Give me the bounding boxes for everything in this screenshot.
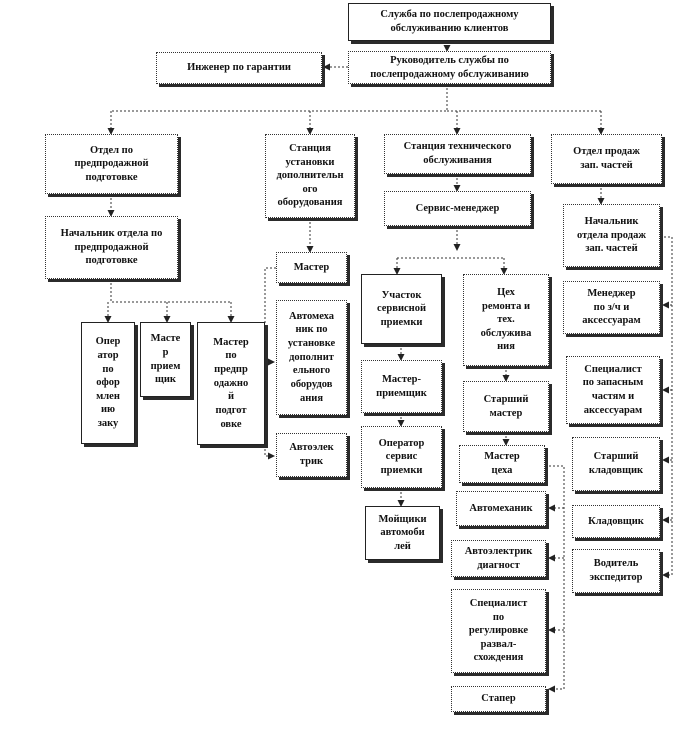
node-warranty-engineer: Инженер по гарантии: [156, 52, 322, 84]
node-presale-master: Мастер по предпр одажно й подгот овке: [197, 322, 265, 445]
node-auto-electrician: Автоэлек трик: [276, 433, 347, 477]
node-master: Мастер: [276, 252, 347, 283]
node-service-manager: Сервис-менеджер: [384, 191, 531, 226]
node-adjust-specialist: Специалист по регулировке развал- схожде…: [451, 589, 546, 673]
node-automechanic: Автомеханик: [456, 491, 546, 526]
node-repair-shop: Цех ремонта и тех. обслужива ния: [463, 274, 549, 366]
node-order-operator: Опер атор по офор млен ию заку: [81, 322, 135, 444]
node-electrician-diag: Автоэлектрик диагност: [451, 540, 546, 577]
node-service-head: Руководитель службы по послепродажному о…: [348, 51, 551, 84]
node-parts-dept: Отдел продаж зап. частей: [551, 134, 662, 184]
node-storekeeper: Кладовщик: [572, 505, 660, 538]
node-receiver-master: Масте р прием щик: [140, 322, 191, 397]
node-senior-master: Старший мастер: [463, 381, 549, 432]
node-aftersales-service: Служба по послепродажному обслуживанию к…: [348, 3, 551, 41]
node-sales-manager: Менеджер по з/ч и аксессуарам: [563, 281, 660, 334]
node-presale-dept: Отдел по предпродажной подготовке: [45, 134, 178, 194]
node-install-mechanic: Автомеха ник по установке дополнит ельно…: [276, 300, 347, 415]
node-tire-fitter: Стапер: [451, 686, 546, 712]
node-install-station: Станция установки дополнительн ого обору…: [265, 134, 355, 218]
node-service-station: Станция технического обслуживания: [384, 134, 531, 174]
node-parts-head: Начальник отдела продаж зап. частей: [563, 204, 660, 267]
node-presale-head: Начальник отдела по предпродажной подгот…: [45, 216, 178, 279]
node-parts-specialist: Специалист по запасным частям и аксессуа…: [566, 356, 660, 424]
node-reception-area: Участок сервисной приемки: [361, 274, 442, 344]
node-master-receiver: Мастер- приемщик: [361, 360, 442, 413]
node-shop-master: Мастер цеха: [459, 445, 545, 483]
node-senior-storekeeper: Старший кладовщик: [572, 437, 660, 491]
node-car-washer: Мойщики автомоби лей: [365, 506, 440, 560]
node-driver: Водитель экспедитор: [572, 549, 660, 593]
node-service-operator: Оператор сервис приемки: [361, 426, 442, 488]
